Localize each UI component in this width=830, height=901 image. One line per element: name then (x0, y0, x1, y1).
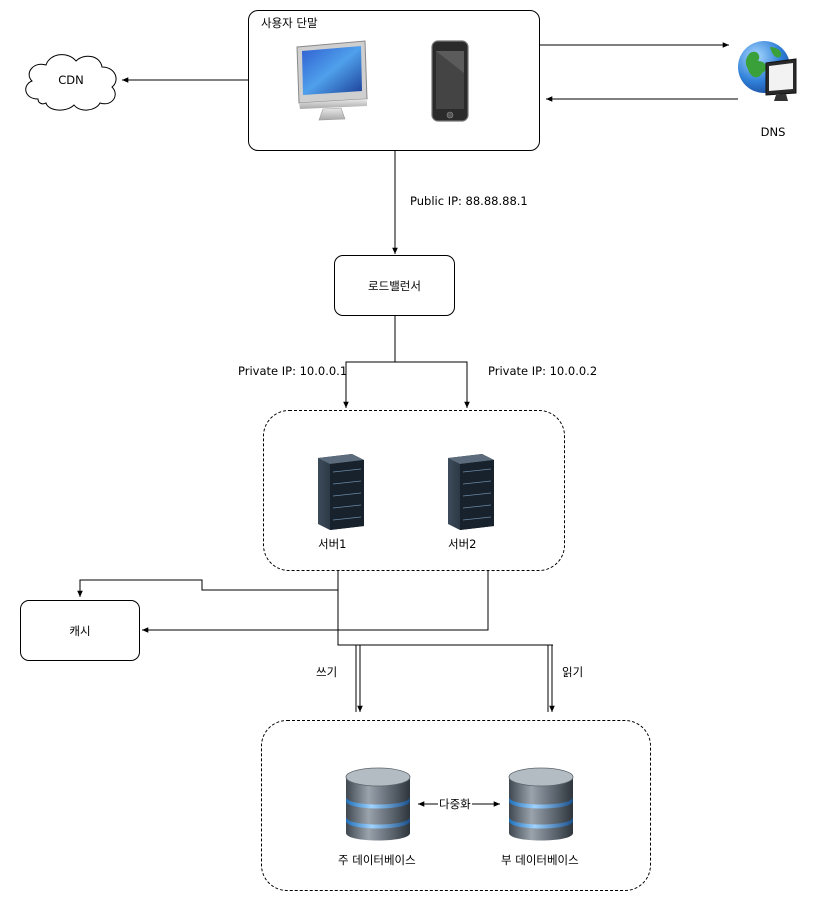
cdn-label: CDN (58, 73, 84, 87)
cloud-icon (25, 54, 117, 111)
server-2-label: 서버2 (448, 537, 477, 551)
desktop-monitor-icon (293, 39, 373, 123)
globe-monitor-icon (738, 41, 797, 101)
user-device-box: 사용자 단말 (248, 10, 540, 151)
edge-server-grid (337, 590, 553, 646)
edge-lb-server2 (395, 361, 470, 408)
edge-lb-server1 (343, 316, 396, 408)
smartphone-icon (429, 39, 473, 125)
master-db-label: 주 데이터베이스 (338, 853, 416, 867)
read-label: 읽기 (562, 665, 584, 679)
user-device-title: 사용자 단말 (261, 16, 318, 30)
dns-node: DNS (736, 37, 802, 139)
replication-label: 다중화 (438, 796, 472, 812)
database-group (261, 720, 651, 891)
edge-servers-cache-1 (77, 571, 339, 597)
cdn-node: CDN (16, 45, 126, 115)
database-icon (342, 765, 414, 845)
private-ip-1-label: Private IP: 10.0.0.1 (238, 364, 348, 378)
database-icon (505, 765, 577, 845)
private-ip-2-label: Private IP: 10.0.0.2 (488, 364, 598, 378)
load-balancer-node: 로드밸런서 (334, 255, 455, 316)
server-rack-icon (316, 452, 366, 530)
public-ip-label: Public IP: 88.88.88.1 (410, 194, 528, 208)
edge-servers-cache-2 (142, 571, 489, 633)
dns-label: DNS (760, 125, 786, 139)
server-group (263, 410, 565, 571)
server-rack-icon (446, 452, 496, 530)
server-1-label: 서버1 (318, 537, 347, 551)
cache-node: 캐시 (20, 600, 140, 661)
write-label: 쓰기 (316, 665, 338, 679)
slave-db-label: 부 데이터베이스 (501, 853, 579, 867)
